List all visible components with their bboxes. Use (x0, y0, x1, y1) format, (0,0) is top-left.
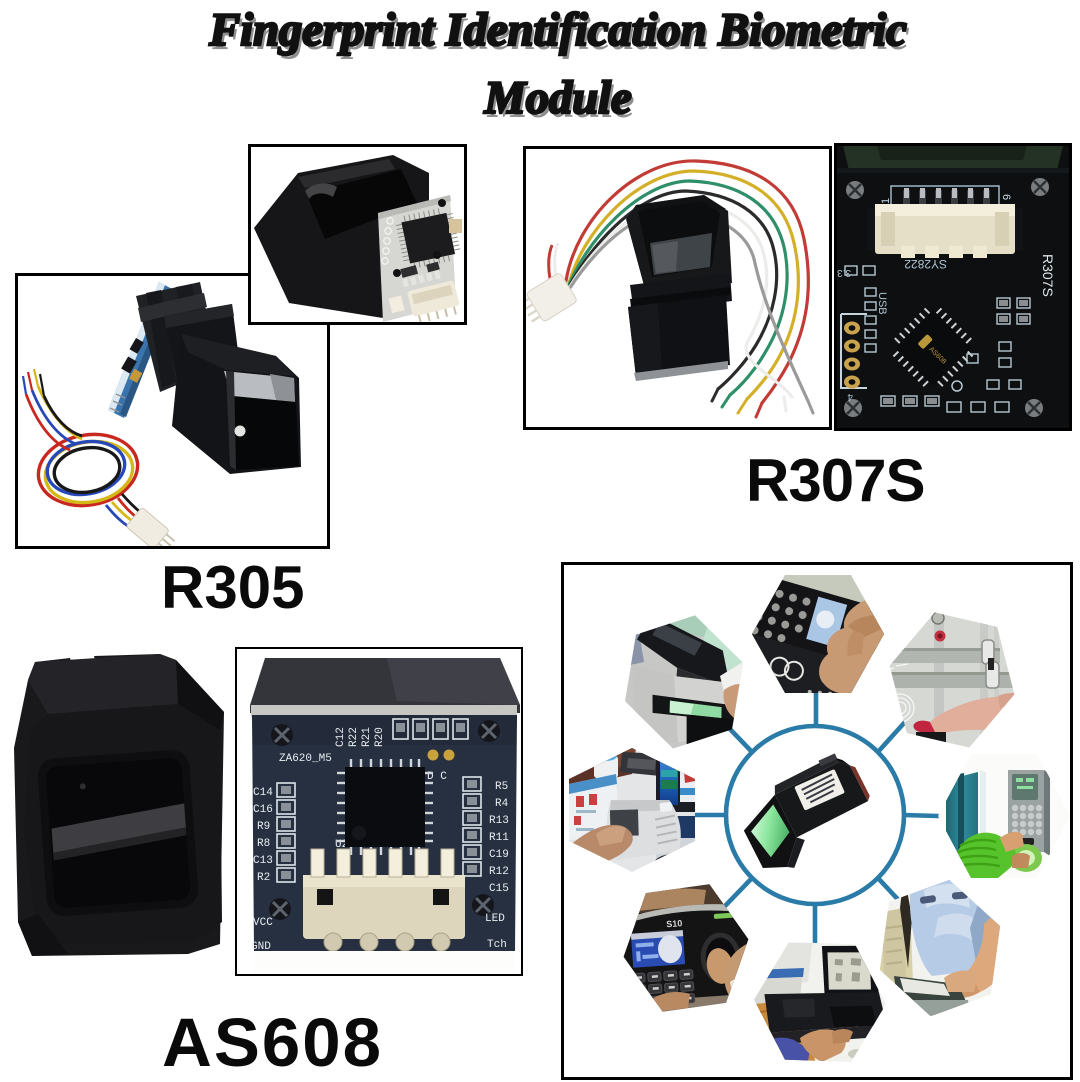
svg-text:USB: USB (876, 292, 888, 315)
svg-text:C19: C19 (489, 849, 509, 861)
svg-text:C14: C14 (253, 787, 273, 799)
svg-text:C12: C12 (335, 727, 347, 747)
svg-text:R11: R11 (489, 832, 509, 844)
svg-text:LED: LED (485, 913, 505, 925)
svg-text:R307S: R307S (1040, 254, 1056, 297)
svg-text:R5: R5 (495, 781, 508, 793)
svg-text:R12: R12 (489, 866, 509, 878)
svg-text:C16: C16 (253, 804, 273, 816)
svg-text:R4: R4 (495, 798, 509, 810)
svg-text:R13: R13 (489, 815, 509, 827)
svg-text:R9: R9 (257, 821, 270, 833)
svg-text:R2: R2 (257, 872, 270, 884)
svg-text:ZA620_M5: ZA620_M5 (279, 753, 332, 765)
svg-text:SY2822: SY2822 (904, 257, 947, 271)
svg-text:R22: R22 (348, 727, 360, 747)
svg-text:Tch: Tch (487, 939, 507, 951)
svg-text:VCC: VCC (253, 917, 273, 929)
svg-text:C15: C15 (489, 883, 509, 895)
svg-text:S10: S10 (666, 918, 683, 929)
svg-text:R8: R8 (257, 838, 270, 850)
svg-text:4: 4 (847, 391, 853, 402)
svg-text:1: 1 (880, 198, 892, 204)
svg-text:GND: GND (251, 941, 271, 953)
svg-text:C13: C13 (253, 855, 273, 867)
svg-text:R20: R20 (374, 727, 386, 747)
svg-text:6: 6 (1000, 194, 1012, 200)
svg-text:R21: R21 (361, 727, 373, 747)
svg-text:3.3U: 3.3U (837, 267, 851, 278)
